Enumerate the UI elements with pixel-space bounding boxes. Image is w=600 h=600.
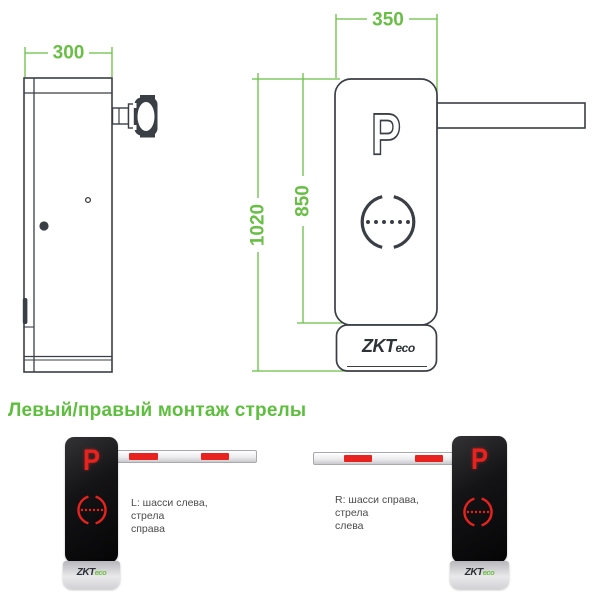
right-mount-caption: R: шасси справа, стрела слева [335,494,419,532]
housing-base-left-mount: ZKTeco [63,561,120,589]
boom-arm-right-mount [313,452,454,465]
zkteco-logo-drawing: ZKTeco [361,336,415,356]
dim-1020-label-group: 1020 [248,198,269,252]
boom-stripe [129,453,158,460]
dim-350-label-bg [367,11,409,28]
parking-letter: P [82,444,100,477]
speaker-ring [360,195,416,249]
dim-850-label-group: 850 [293,176,314,226]
speaker-ring-red [463,497,493,527]
dim-300-label: 300 [53,43,85,64]
speaker-ring-red [76,495,107,525]
front-view-barrier: P ZKTeco [334,78,586,372]
boom-arm-left-mount [116,450,257,463]
zkteco-logo: ZKTeco [76,567,107,578]
door-hinge [22,298,28,324]
housing-base-right-mount: ZKTeco [450,561,509,589]
vent-hole [84,196,92,204]
housing-base-outline [335,324,438,372]
boom-stripe [415,455,443,462]
speaker-dots [366,220,410,224]
parking-letter-outline: P [371,102,401,167]
section-heading: Левый/правый монтаж стрелы [8,400,307,421]
barrier-housing-right-mount: P [452,436,507,563]
dim-850-label: 850 [293,185,314,217]
boom-stripe [344,455,372,462]
left-mount-caption: L: шасси слева, стрела справа [131,497,208,535]
side-boom-bracket [111,95,158,138]
zkteco-logo: ZKTeco [464,567,495,578]
boom-stripe [201,453,229,460]
dim-300-label-bg [48,44,89,61]
parking-letter: P [470,443,488,476]
dim-1020-label: 1020 [248,204,269,246]
technical-drawing: 300 [22,10,586,373]
door-lock [39,221,49,231]
side-view-cabinet [22,77,113,373]
barrier-housing-left-mount: P [65,437,118,563]
boom-arm-outline [436,102,586,129]
dim-350-label: 350 [372,10,404,31]
